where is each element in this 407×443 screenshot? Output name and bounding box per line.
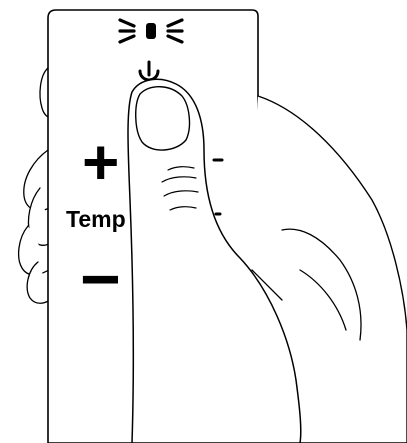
indicator-light-icon [118,18,184,44]
palm-lines [251,228,362,341]
thumb [127,78,302,443]
temp-minus-button[interactable]: − [80,240,121,318]
temp-plus-button[interactable]: + [82,126,120,198]
temp-label: Temp [66,206,126,232]
hidden-button-marks [212,158,224,216]
knuckle-creases [161,166,199,211]
back-fingers [17,67,53,304]
thumbnail [135,86,191,151]
